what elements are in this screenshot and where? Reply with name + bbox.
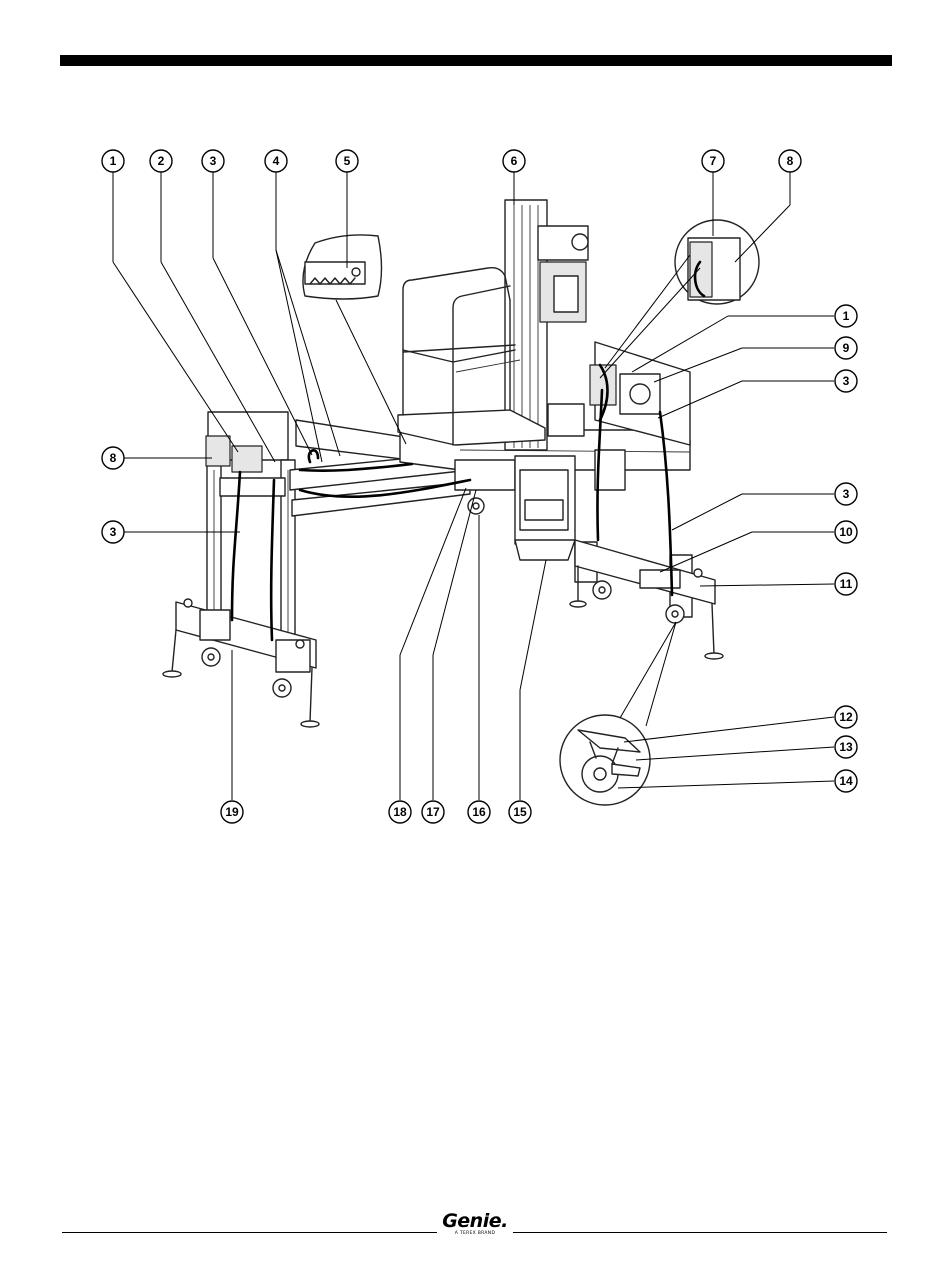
svg-text:1: 1 <box>843 309 850 323</box>
svg-text:4: 4 <box>273 154 280 168</box>
svg-text:17: 17 <box>426 805 440 819</box>
callout-18: 18 <box>389 801 411 823</box>
svg-text:14: 14 <box>839 774 853 788</box>
svg-text:18: 18 <box>393 805 407 819</box>
svg-text:8: 8 <box>787 154 794 168</box>
callout-7: 7 <box>702 150 724 172</box>
svg-text:16: 16 <box>472 805 486 819</box>
svg-text:7: 7 <box>710 154 717 168</box>
callout-10: 10 <box>835 521 857 543</box>
left-outrigger <box>163 412 319 727</box>
svg-text:5: 5 <box>344 154 351 168</box>
callout-4: 4 <box>265 150 287 172</box>
callout-3-top: 3 <box>202 150 224 172</box>
detail-inset-7-8 <box>675 220 759 304</box>
svg-text:6: 6 <box>511 154 518 168</box>
machine-illustration <box>163 200 759 805</box>
callout-14: 14 <box>835 770 857 792</box>
callout-13: 13 <box>835 736 857 758</box>
callout-8-left: 8 <box>102 447 124 469</box>
svg-text:3: 3 <box>843 487 850 501</box>
callout-16: 16 <box>468 801 490 823</box>
svg-text:12: 12 <box>839 710 853 724</box>
callout-3-left: 3 <box>102 521 124 543</box>
svg-text:3: 3 <box>110 525 117 539</box>
svg-text:19: 19 <box>225 805 239 819</box>
genie-logo: Genie. A TEREX BRAND <box>441 1211 509 1241</box>
callout-3-right-lower: 3 <box>835 483 857 505</box>
callout-2: 2 <box>150 150 172 172</box>
logo-wordmark: Genie. <box>441 1211 509 1231</box>
callout-1: 1 <box>102 150 124 172</box>
callout-5: 5 <box>336 150 358 172</box>
callout-17: 17 <box>422 801 444 823</box>
callout-8-top: 8 <box>779 150 801 172</box>
svg-text:10: 10 <box>839 525 853 539</box>
callout-15: 15 <box>509 801 531 823</box>
footer-rule-left <box>62 1232 437 1233</box>
detail-inset-5 <box>303 235 382 299</box>
svg-text:8: 8 <box>110 451 117 465</box>
callout-6: 6 <box>503 150 525 172</box>
callout-19: 19 <box>221 801 243 823</box>
svg-text:11: 11 <box>840 577 853 591</box>
svg-text:3: 3 <box>210 154 217 168</box>
svg-text:3: 3 <box>843 374 850 388</box>
svg-text:9: 9 <box>843 341 850 355</box>
callout-11: 11 <box>835 573 857 595</box>
mast <box>505 200 588 450</box>
callout-1-right: 1 <box>835 305 857 327</box>
callout-9: 9 <box>835 337 857 359</box>
svg-text:15: 15 <box>513 805 527 819</box>
footer-rule-right <box>513 1232 887 1233</box>
svg-text:13: 13 <box>839 740 853 754</box>
callout-3-right-upper: 3 <box>835 370 857 392</box>
svg-text:1: 1 <box>110 154 117 168</box>
svg-text:2: 2 <box>158 154 165 168</box>
callout-12: 12 <box>835 706 857 728</box>
